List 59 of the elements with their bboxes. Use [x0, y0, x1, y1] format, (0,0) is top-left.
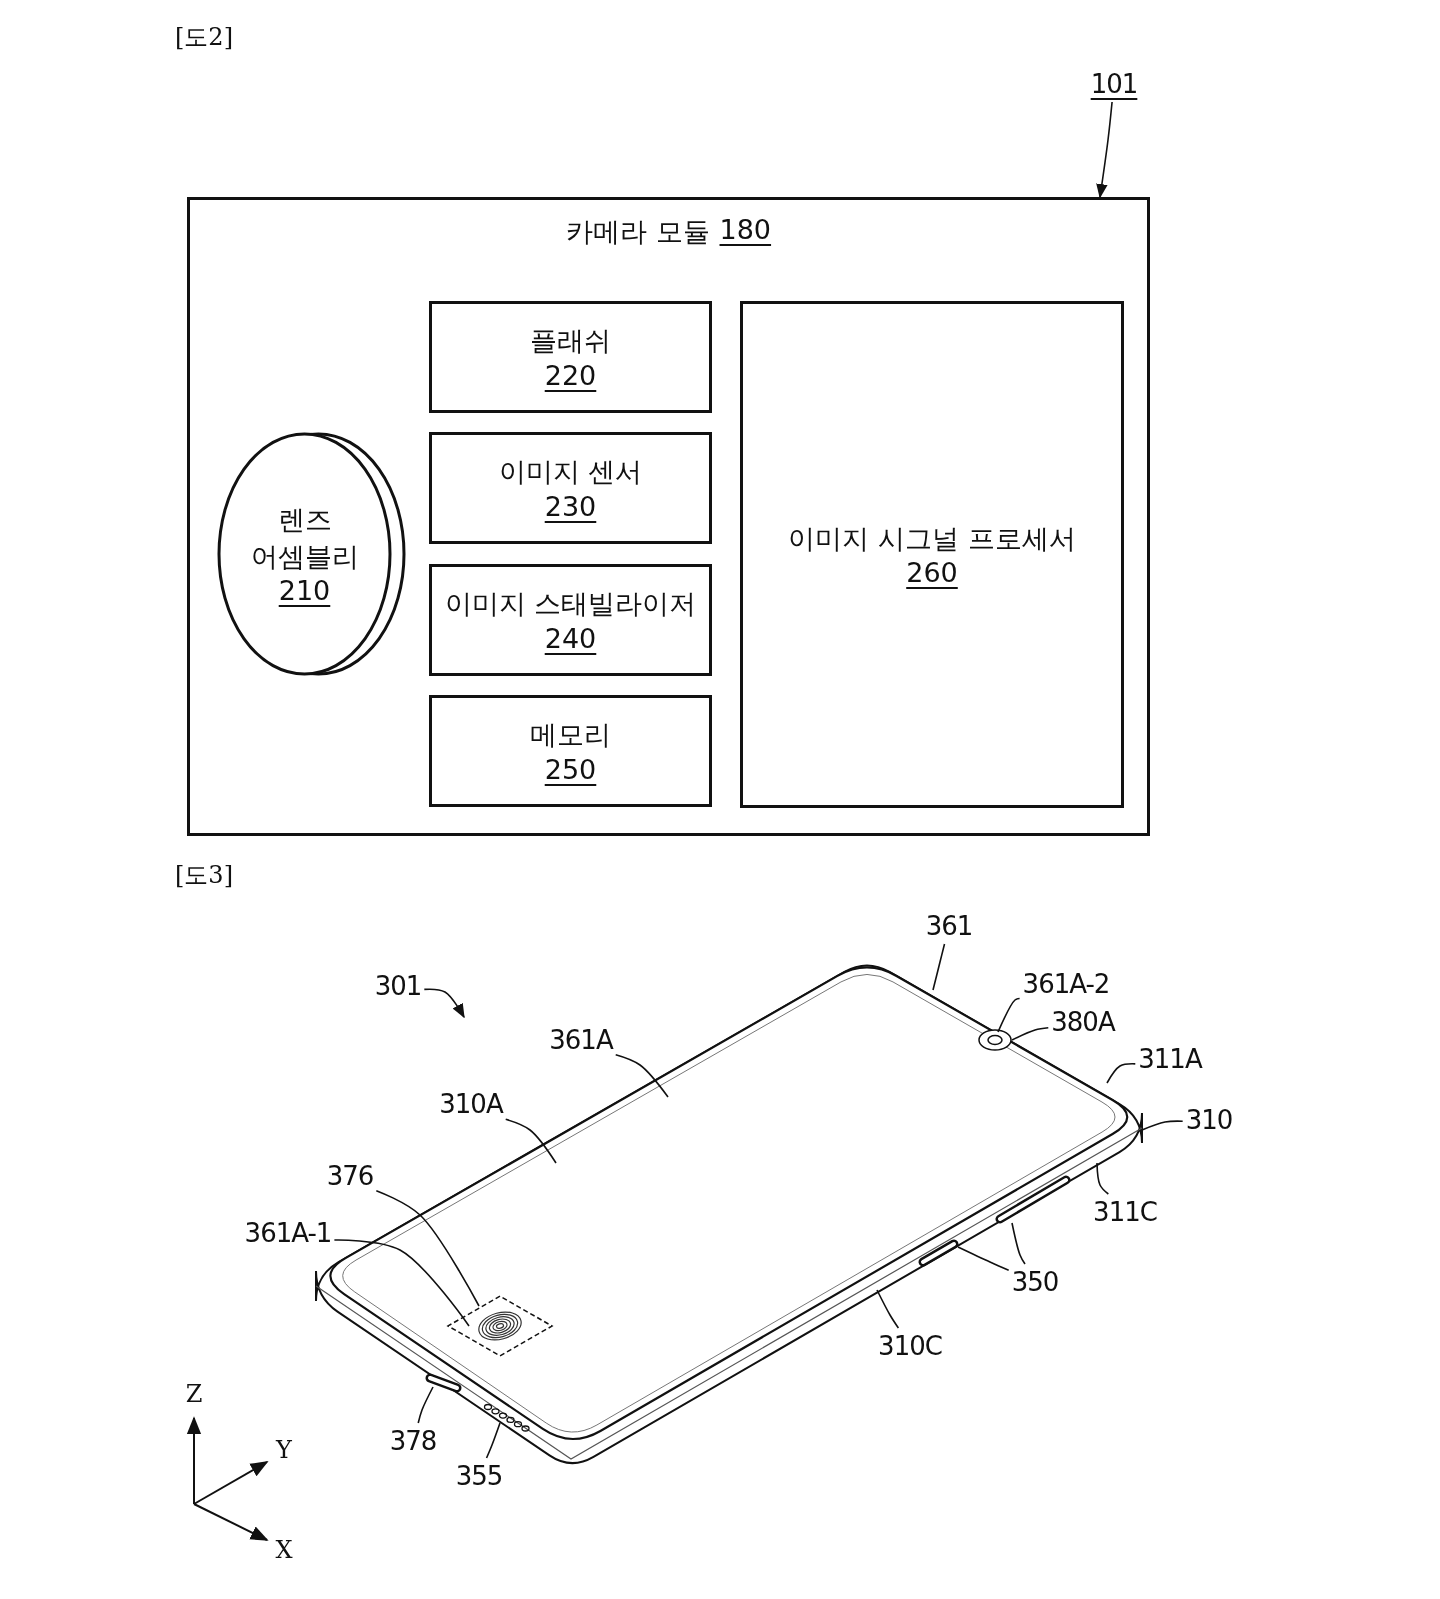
reference-numeral: 310A: [439, 1089, 503, 1119]
module-frame: [187, 197, 1150, 836]
reference-numeral: 361A-1: [244, 1218, 332, 1248]
reference-numeral: 361: [925, 911, 973, 941]
lens-ellipse: [217, 432, 406, 676]
module-title: 카메라 모듈: [565, 215, 710, 249]
leader-line: [1096, 1162, 1110, 1195]
leader-line: [932, 943, 946, 991]
reference-numeral: 230: [543, 490, 598, 522]
axis-label: X: [275, 1536, 293, 1564]
reference-numeral: 250: [543, 753, 598, 785]
component-label: 이미지 시그널 프로세서: [787, 521, 1077, 556]
leader-line: [504, 1118, 557, 1164]
reference-numeral: 376: [326, 1161, 374, 1191]
reference-numeral: 260: [905, 557, 959, 589]
leader-line: [375, 1189, 480, 1307]
leader-line: [614, 1053, 669, 1098]
reference-numeral: 311C: [1093, 1197, 1157, 1227]
reference-numeral: 310C: [878, 1331, 942, 1361]
arrow: [1096, 101, 1113, 199]
arrow: [423, 988, 465, 1019]
leader-line: [1011, 1222, 1026, 1265]
reference-numeral: 220: [543, 359, 598, 391]
leader-line: [876, 1289, 900, 1329]
reference-numeral: 378: [389, 1426, 437, 1456]
component-box: [429, 695, 712, 807]
axis-label: Z: [185, 1380, 203, 1408]
leader-line: [1106, 1063, 1137, 1084]
component-label: 플래쉬: [529, 324, 612, 359]
component-label: 렌즈 어셈블리: [249, 503, 360, 574]
axis-label: Y: [276, 1436, 292, 1464]
reference-numeral: 361A-2: [1022, 969, 1110, 999]
figure-label: [도3]: [175, 860, 233, 891]
reference-numeral: 240: [543, 622, 598, 654]
reference-numeral: 380A: [1051, 1007, 1115, 1037]
reference-numeral: 350: [1011, 1267, 1059, 1297]
component-label: 이미지 스태빌라이저: [443, 587, 698, 622]
component-box: [740, 301, 1124, 808]
component-label: 메모리: [529, 718, 612, 753]
component-box: [429, 564, 712, 676]
leader-line: [1141, 1120, 1184, 1131]
reference-numeral: 361A: [549, 1025, 613, 1055]
reference-numeral: 355: [455, 1461, 503, 1491]
reference-numeral: 301: [374, 971, 422, 1001]
reference-numeral: 310: [1185, 1105, 1233, 1135]
reference-numeral: 311A: [1138, 1044, 1202, 1074]
reference-numeral: 101: [1090, 69, 1138, 99]
figure-label: [도2]: [175, 22, 233, 53]
leader-line: [333, 1239, 470, 1327]
leader-line: [1011, 1027, 1050, 1041]
reference-numeral: 180: [719, 214, 772, 247]
leader-line: [417, 1386, 434, 1424]
leader-line: [997, 997, 1021, 1033]
reference-numeral: 210: [277, 574, 332, 606]
component-box: [429, 301, 712, 413]
component-label: 이미지 센서: [497, 455, 644, 490]
leader-line: [957, 1246, 1010, 1272]
leader-line: [485, 1422, 501, 1459]
component-box: [429, 432, 712, 544]
